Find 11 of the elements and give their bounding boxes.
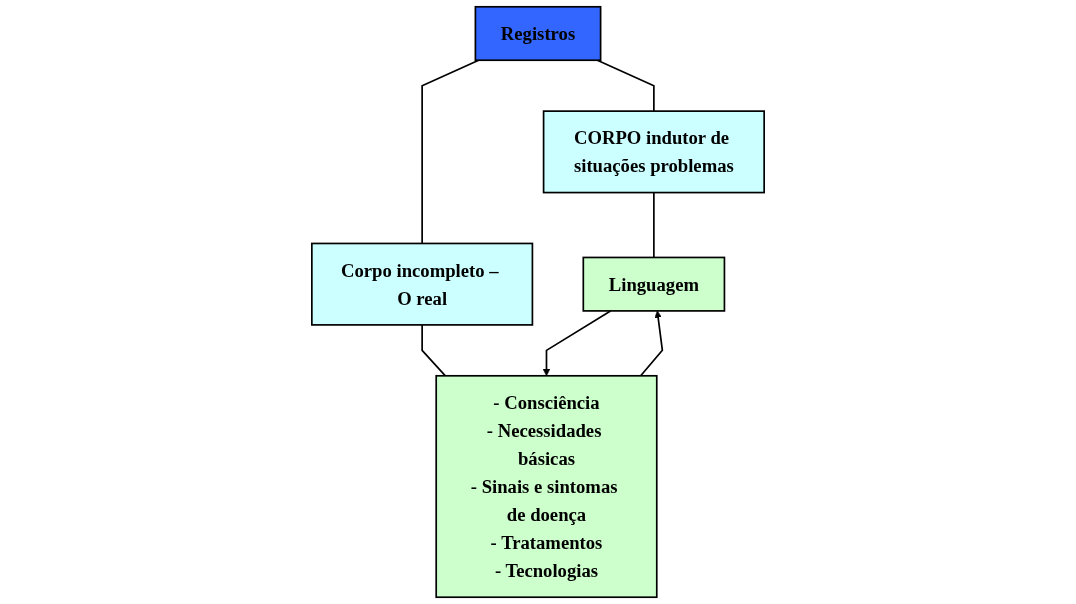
- node-box: - Consciência - Necessidades básicas - Sinais e sintomas de doença - Tratamentos - Tecnologias: [435, 374, 658, 599]
- node-box: Linguagem: [582, 256, 726, 312]
- arrow: [639, 310, 664, 377]
- connector: [653, 191, 655, 259]
- node-box: Registros: [474, 5, 602, 62]
- node-box: Corpo incompleto – O real: [311, 242, 534, 326]
- connector: [421, 324, 447, 377]
- node-box: CORPO indutor de situações problemas: [542, 110, 765, 194]
- arrow: [542, 310, 612, 377]
- connector: [421, 59, 480, 245]
- connector: [596, 59, 655, 112]
